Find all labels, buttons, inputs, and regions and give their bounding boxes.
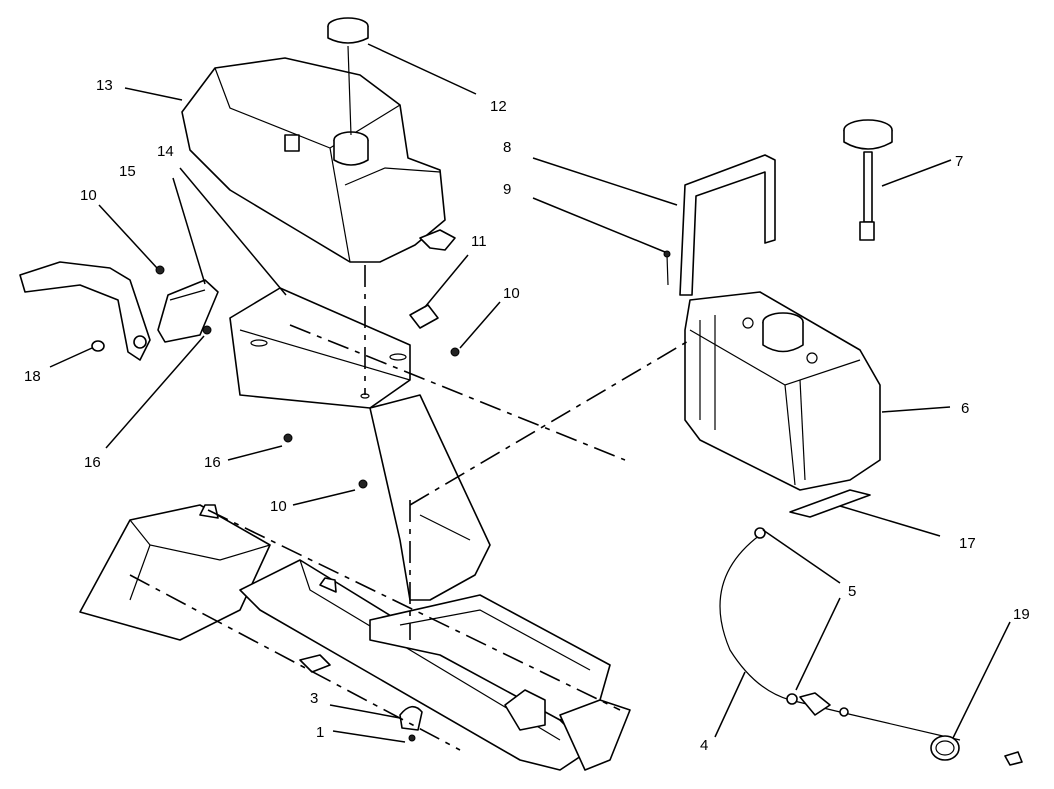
tank-pad — [789, 489, 871, 518]
callout-8: 8 — [503, 139, 511, 156]
callout-labels: 13 12 14 15 10 8 9 7 11 10 18 6 16 16 10… — [24, 77, 1030, 754]
callout-19: 19 — [1013, 606, 1030, 623]
callout-18: 18 — [24, 368, 41, 385]
chassis-frame — [79, 504, 631, 771]
callout-12: 12 — [490, 98, 507, 115]
callout-leaders — [49, 43, 1011, 743]
callout-17: 17 — [959, 535, 976, 552]
callout-16-left: 16 — [84, 454, 101, 471]
callout-15: 15 — [119, 163, 136, 180]
callout-4: 4 — [700, 737, 708, 754]
callout-10-left: 10 — [80, 187, 97, 204]
right-fuel-tank — [684, 291, 881, 491]
fuel-line — [719, 527, 961, 741]
callout-5: 5 — [848, 583, 856, 600]
callout-13: 13 — [96, 77, 113, 94]
callout-3: 3 — [310, 690, 318, 707]
canister-and-hose — [19, 261, 219, 361]
fuel-cap-upper — [327, 17, 369, 136]
callout-10-bottom: 10 — [270, 498, 287, 515]
shutoff-valve-ring — [930, 735, 1023, 766]
callout-9: 9 — [503, 181, 511, 198]
mounting-bracket — [229, 287, 491, 601]
callout-6: 6 — [961, 400, 969, 417]
assembly-centerlines — [129, 265, 691, 751]
callout-10-right: 10 — [503, 285, 520, 302]
callout-1: 1 — [316, 724, 324, 741]
fuel-gauge-cap — [843, 119, 893, 241]
tank-strap — [679, 154, 776, 296]
fastener-hardware — [155, 250, 671, 742]
upper-fuel-tank — [181, 57, 456, 263]
callout-7: 7 — [955, 153, 963, 170]
vent-valve — [409, 304, 439, 329]
callout-14: 14 — [157, 143, 174, 160]
callout-16-center: 16 — [204, 454, 221, 471]
callout-11: 11 — [471, 233, 487, 250]
